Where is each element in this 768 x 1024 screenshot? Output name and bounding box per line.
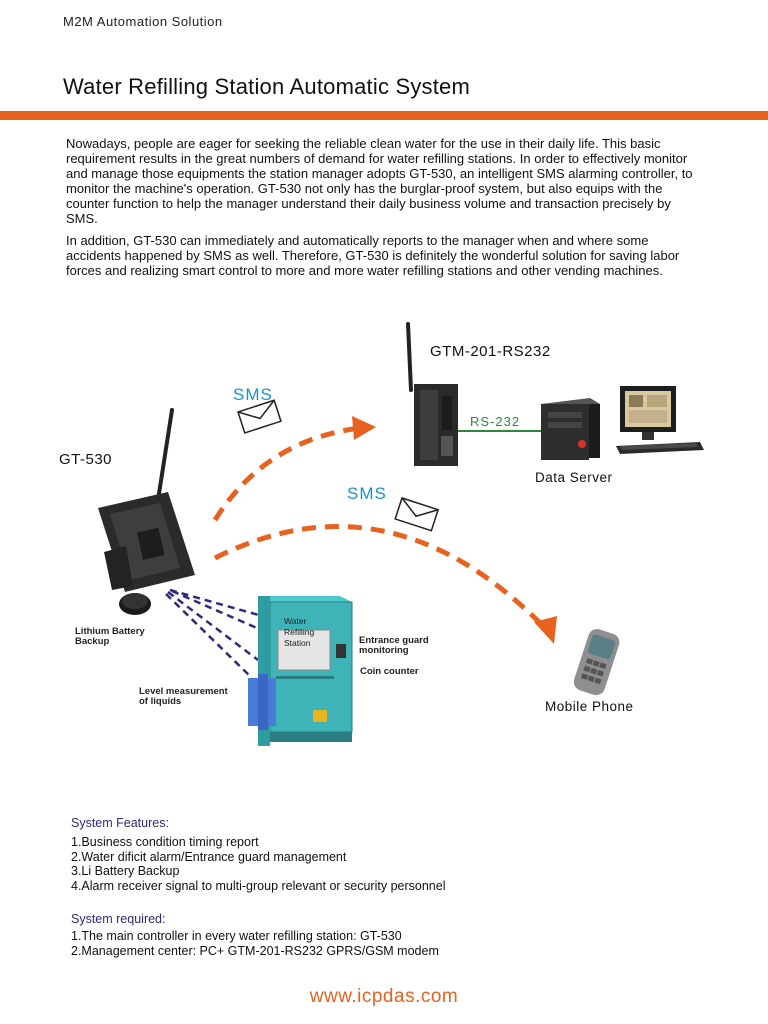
level-label-2: of liquids: [139, 696, 181, 707]
station-label-3: Station: [284, 638, 311, 648]
sms-arc-top: [212, 425, 361, 522]
intro-text: Nowadays, people are eager for seeking t…: [66, 136, 706, 285]
list-item: 1.The main controller in every water ref…: [71, 929, 402, 943]
lithium-label-2: Backup: [75, 636, 110, 647]
features-title: System Features:: [71, 816, 169, 830]
arrow-head-bottom: [534, 616, 557, 644]
arrow-head-top: [352, 416, 376, 440]
list-item: 1.Business condition timing report: [71, 835, 259, 849]
entrance-label-1: Entrance guard: [359, 635, 429, 646]
envelope-icon: [237, 399, 282, 434]
section-category: M2M Automation Solution: [63, 14, 223, 29]
list-item: 2.Management center: PC+ GTM-201-RS232 G…: [71, 943, 439, 958]
coin-counter-label: Coin counter: [360, 666, 419, 677]
sms-label-top: SMS: [233, 385, 273, 404]
mobile-phone-label: Mobile Phone: [545, 699, 634, 714]
envelope-icon: [394, 497, 440, 532]
list-item: 2.Water dificit alarm/Entrance guard man…: [71, 849, 347, 864]
level-label-1: Level measurement: [139, 686, 229, 697]
page-title: Water Refilling Station Automatic System: [63, 74, 471, 99]
gtm-label: GTM-201-RS232: [430, 343, 551, 360]
data-server-label: Data Server: [535, 470, 613, 485]
water-tanks: [248, 674, 276, 730]
intro-paragraph-1: Nowadays, people are eager for seeking t…: [66, 136, 693, 226]
gtm-modem-device: [406, 322, 458, 466]
list-item: 3.Li Battery Backup: [71, 864, 180, 878]
intro-paragraph-2: In addition, GT-530 can immediately and …: [66, 233, 680, 278]
required-list: 1.The main controller in every water ref…: [71, 929, 439, 958]
station-label-1: Water: [284, 616, 307, 626]
header-rule: [0, 111, 768, 120]
water-station-machine: [258, 596, 353, 746]
monitor-icon: [616, 386, 704, 454]
antenna-puck-icon: [119, 593, 151, 615]
station-label-2: Refilling: [284, 627, 315, 637]
sms-label-bottom: SMS: [347, 484, 387, 503]
gt530-label: GT-530: [59, 451, 112, 468]
entrance-label-2: monitoring: [359, 645, 409, 656]
rs232-label: RS-232: [470, 414, 520, 429]
lithium-label-1: Lithium Battery: [75, 626, 145, 637]
required-title: System required:: [71, 912, 166, 926]
list-item: 4.Alarm receiver signal to multi-group r…: [71, 878, 446, 893]
features-list: 1.Business condition timing report 2.Wat…: [71, 835, 445, 893]
system-diagram: SMS SMS GT-530 Lithium Battery Backup: [59, 322, 704, 746]
sms-arc-bottom: [213, 524, 547, 630]
gt530-device: [98, 408, 195, 592]
server-tower-icon: [541, 398, 600, 460]
footer-url-link[interactable]: www.icpdas.com: [309, 986, 459, 1007]
mobile-phone-icon: [573, 629, 620, 696]
